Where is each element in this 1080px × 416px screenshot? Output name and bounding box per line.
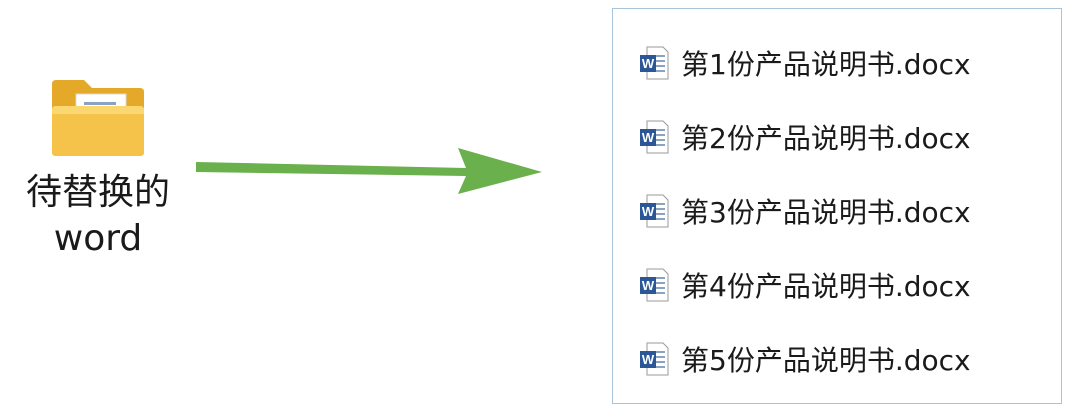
- source-folder[interactable]: 待替换的 word: [8, 76, 188, 262]
- svg-text:W: W: [642, 352, 655, 367]
- folder-label-line1: 待替换的: [25, 172, 170, 213]
- folder-label-line2: word: [53, 218, 143, 259]
- file-item[interactable]: W 第1份产品说明书.docx: [639, 43, 971, 83]
- svg-text:W: W: [642, 278, 655, 293]
- svg-text:W: W: [642, 204, 655, 219]
- file-item[interactable]: W 第3份产品说明书.docx: [639, 191, 971, 231]
- svg-text:W: W: [642, 56, 655, 71]
- word-document-icon: W: [640, 342, 669, 376]
- file-name: 第4份产品说明书.docx: [681, 270, 971, 303]
- folder-icon: [52, 80, 144, 156]
- file-item[interactable]: W 第2份产品说明书.docx: [639, 117, 971, 157]
- word-document-icon: W: [640, 46, 669, 80]
- word-document-icon: W: [640, 194, 669, 228]
- file-name: 第5份产品说明书.docx: [681, 344, 971, 377]
- word-document-icon: W: [640, 120, 669, 154]
- word-document-icon: W: [640, 268, 669, 302]
- arrow-right-icon: [196, 148, 542, 194]
- file-name: 第3份产品说明书.docx: [681, 196, 971, 229]
- folder-label: 待替换的 word: [8, 170, 188, 262]
- svg-text:W: W: [642, 130, 655, 145]
- file-name: 第1份产品说明书.docx: [681, 48, 971, 81]
- file-list-panel: W 第1份产品说明书.docx W 第2份产品说明书.docx: [612, 8, 1062, 404]
- file-item[interactable]: W 第4份产品说明书.docx: [639, 265, 971, 305]
- file-name: 第2份产品说明书.docx: [681, 122, 971, 155]
- file-item[interactable]: W 第5份产品说明书.docx: [639, 339, 971, 379]
